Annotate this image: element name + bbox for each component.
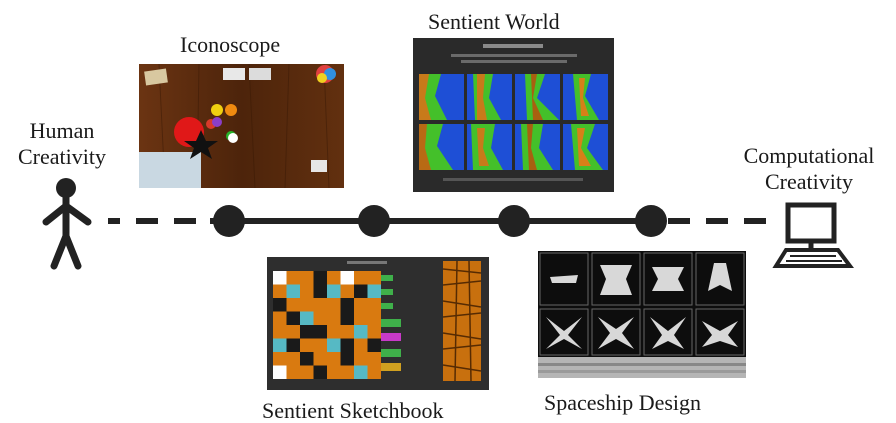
sketch-tile [300, 298, 314, 312]
sketch-tile [340, 338, 354, 352]
sketch-tile [354, 311, 368, 325]
sketch-tile [340, 284, 354, 298]
iconoscope-label: Iconoscope [180, 32, 281, 57]
sketch-tile [300, 365, 314, 379]
timeline-node [358, 205, 390, 237]
sketch-tile [300, 311, 314, 325]
sketch-tile [354, 271, 368, 285]
sketch-tile [313, 325, 327, 339]
computational-creativity-line1: Computational [743, 143, 875, 168]
sketch-tile [273, 325, 287, 339]
sketch-tile [367, 311, 381, 325]
sketch-tile [327, 311, 341, 325]
spaceship-shape [652, 267, 684, 291]
spaceship-design-label: Spaceship Design [544, 390, 702, 415]
sketch-tile [327, 284, 341, 298]
sentient-sketchbook-screenshot [267, 257, 489, 390]
human-creativity-line1: Human [29, 118, 95, 143]
spaceship-shape [550, 275, 578, 283]
terrain-map-row-top [419, 74, 608, 120]
sketch-tile [340, 298, 354, 312]
sketch-tile [300, 352, 314, 366]
sketch-tile [313, 365, 327, 379]
sketch-tile [286, 284, 300, 298]
sketch-tile [354, 284, 368, 298]
sketch-tile [354, 338, 368, 352]
sketch-tile [340, 325, 354, 339]
computational-creativity-line2: Creativity [765, 169, 853, 194]
timeline-node [498, 205, 530, 237]
stick-figure-icon [42, 178, 92, 270]
human-creativity-line2: Creativity [18, 144, 106, 169]
sketch-tile [313, 271, 327, 285]
sketch-tile [367, 352, 381, 366]
sketch-tile [354, 298, 368, 312]
sketch-tile [340, 352, 354, 366]
sketch-tile [367, 298, 381, 312]
sketch-tile [327, 352, 341, 366]
sketch-tile [273, 352, 287, 366]
sketch-tile [327, 365, 341, 379]
sketch-tile [340, 271, 354, 285]
spaceship-shape [650, 317, 686, 349]
sketch-tile [300, 338, 314, 352]
sketch-tile [327, 298, 341, 312]
sketch-tile [313, 298, 327, 312]
sketch-tile [300, 284, 314, 298]
sketch-tile [286, 298, 300, 312]
sketch-tile [273, 298, 287, 312]
sketch-tile [286, 365, 300, 379]
sketch-tile [286, 271, 300, 285]
sketch-tile [313, 284, 327, 298]
spaceship-shape [708, 263, 732, 291]
sketch-tile [300, 325, 314, 339]
spaceship-shape [598, 317, 634, 349]
sketch-tile [354, 352, 368, 366]
sentient-world-label: Sentient World [428, 9, 560, 34]
sketch-tile [313, 352, 327, 366]
timeline-node [635, 205, 667, 237]
sketch-map-grid [273, 271, 381, 379]
sketch-tile [367, 365, 381, 379]
sketch-tile [286, 325, 300, 339]
terrain-map-row-bottom [419, 124, 608, 170]
sketch-tile [286, 338, 300, 352]
sketch-tile [367, 338, 381, 352]
sentient-world-screenshot [413, 38, 614, 192]
sketch-tile [286, 311, 300, 325]
human-creativity-label: Human Creativity [2, 119, 122, 169]
sketch-tile [354, 365, 368, 379]
computational-creativity-label: Computational Creativity [724, 144, 894, 194]
iconoscope-screenshot [139, 64, 344, 188]
sketch-tile [327, 325, 341, 339]
sketch-tile [327, 271, 341, 285]
computer-icon [772, 202, 854, 268]
sketch-tile [367, 271, 381, 285]
sketch-tile [273, 338, 287, 352]
sketch-tile [313, 311, 327, 325]
sketch-tile [286, 352, 300, 366]
spaceship-shape [600, 265, 632, 295]
sketch-tile [300, 271, 314, 285]
timeline-node [213, 205, 245, 237]
spaceship-shape [702, 321, 738, 347]
sketch-tile [273, 311, 287, 325]
sketch-tile [340, 365, 354, 379]
sketch-tile [367, 325, 381, 339]
sketch-tile [327, 338, 341, 352]
sentient-sketchbook-label: Sentient Sketchbook [262, 398, 444, 423]
sketch-tile [340, 311, 354, 325]
sketch-tile [273, 284, 287, 298]
spaceship-design-screenshot [538, 251, 746, 378]
sketch-tile [313, 338, 327, 352]
sketch-tile [273, 365, 287, 379]
sketch-tile [354, 325, 368, 339]
spaceship-shape [546, 317, 582, 349]
sketch-tile [367, 284, 381, 298]
sketch-tile [273, 271, 287, 285]
